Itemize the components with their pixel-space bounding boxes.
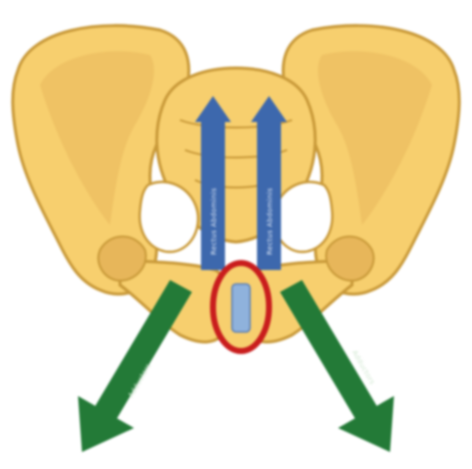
circle-highlight-icon bbox=[213, 263, 269, 351]
right-green-arrow: Adductors bbox=[280, 280, 394, 452]
left-blue-arrow-label: Rectus Abdominis bbox=[210, 188, 218, 255]
pubic-symphysis-core bbox=[232, 284, 250, 332]
right-acetabulum bbox=[326, 237, 373, 281]
left-green-arrow: Adductors bbox=[78, 280, 192, 452]
left-acetabulum bbox=[98, 237, 145, 281]
right-blue-arrow-label: Rectus Abdominis bbox=[266, 188, 274, 255]
